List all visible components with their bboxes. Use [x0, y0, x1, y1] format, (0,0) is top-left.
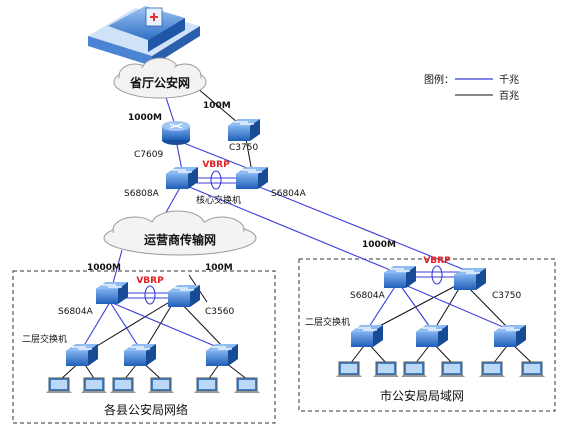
- city-network-frame: [298, 258, 556, 412]
- gigabit-links: [81, 69, 511, 350]
- legend-hundred-label: 百兆: [499, 90, 519, 102]
- county-network-frame: [12, 270, 276, 424]
- city-c3750-label: C3750: [492, 291, 521, 301]
- cloud-provincial-label: 省厅公安网: [129, 75, 190, 90]
- speed-provincial-left: 1000M: [128, 113, 162, 123]
- county-network-title: 各县公安局网络: [104, 402, 188, 417]
- switch-icon: [95, 281, 129, 305]
- laptop-icon: [45, 377, 73, 394]
- cloud-carrier-label: 运营商传输网: [144, 232, 216, 247]
- switch-icon: [415, 324, 449, 348]
- switch-icon: [205, 343, 239, 367]
- core-s6808a-label: S6808A: [124, 189, 160, 199]
- core-vbrp-label: VBRP: [202, 160, 230, 170]
- city-layer2-label: 二层交换机: [305, 316, 350, 328]
- laptop-icon: [193, 377, 221, 394]
- county-vbrp-label: VBRP: [136, 276, 164, 286]
- switch-icon: [123, 343, 157, 367]
- county-s6804a-label: S6804A: [58, 307, 94, 317]
- county-layer2-label: 二层交换机: [22, 333, 67, 345]
- laptop-icon: [400, 361, 428, 378]
- city-s6804a-label: S6804A: [350, 291, 386, 301]
- laptop-icon: [372, 361, 400, 378]
- switch-icon: [165, 166, 199, 190]
- city-vbrp-label: VBRP: [423, 256, 451, 266]
- switch-icon: [167, 284, 201, 308]
- county-c3560-label: C3560: [205, 307, 234, 317]
- speed-provincial-right: 100M: [203, 101, 231, 111]
- cloud-icon: [113, 57, 207, 99]
- switch-icon: [453, 267, 487, 291]
- cloud-icon: [103, 210, 257, 256]
- laptop-icon: [233, 377, 261, 394]
- core-switch-label: 核心交换机: [196, 194, 241, 206]
- switch-icon: [493, 324, 527, 348]
- laptop-icon: [80, 377, 108, 394]
- switch-icon: [227, 118, 261, 142]
- laptop-icon: [478, 361, 506, 378]
- city-network-title: 市公安局局域网: [380, 388, 464, 403]
- laptop-icon: [335, 361, 363, 378]
- core-s6804a-label: S6804A: [271, 189, 307, 199]
- speed-city-uplink: 1000M: [362, 240, 396, 250]
- laptop-icon: [518, 361, 546, 378]
- laptop-icon: [147, 377, 175, 394]
- speed-county-left: 1000M: [87, 263, 121, 273]
- switch-icon: [350, 324, 384, 348]
- core-c3750-label: C3750: [229, 143, 258, 153]
- laptop-icon: [438, 361, 466, 378]
- core-c7609-label: C7609: [134, 150, 163, 160]
- speed-county-right: 100M: [205, 263, 233, 273]
- switch-icon: [65, 343, 99, 367]
- laptop-icon: [109, 377, 137, 394]
- router-icon: [162, 121, 190, 145]
- building-icon: [88, 6, 200, 66]
- legend-title: 图例：: [424, 73, 454, 86]
- switch-icon: [235, 166, 269, 190]
- legend-gigabit-label: 千兆: [499, 74, 519, 86]
